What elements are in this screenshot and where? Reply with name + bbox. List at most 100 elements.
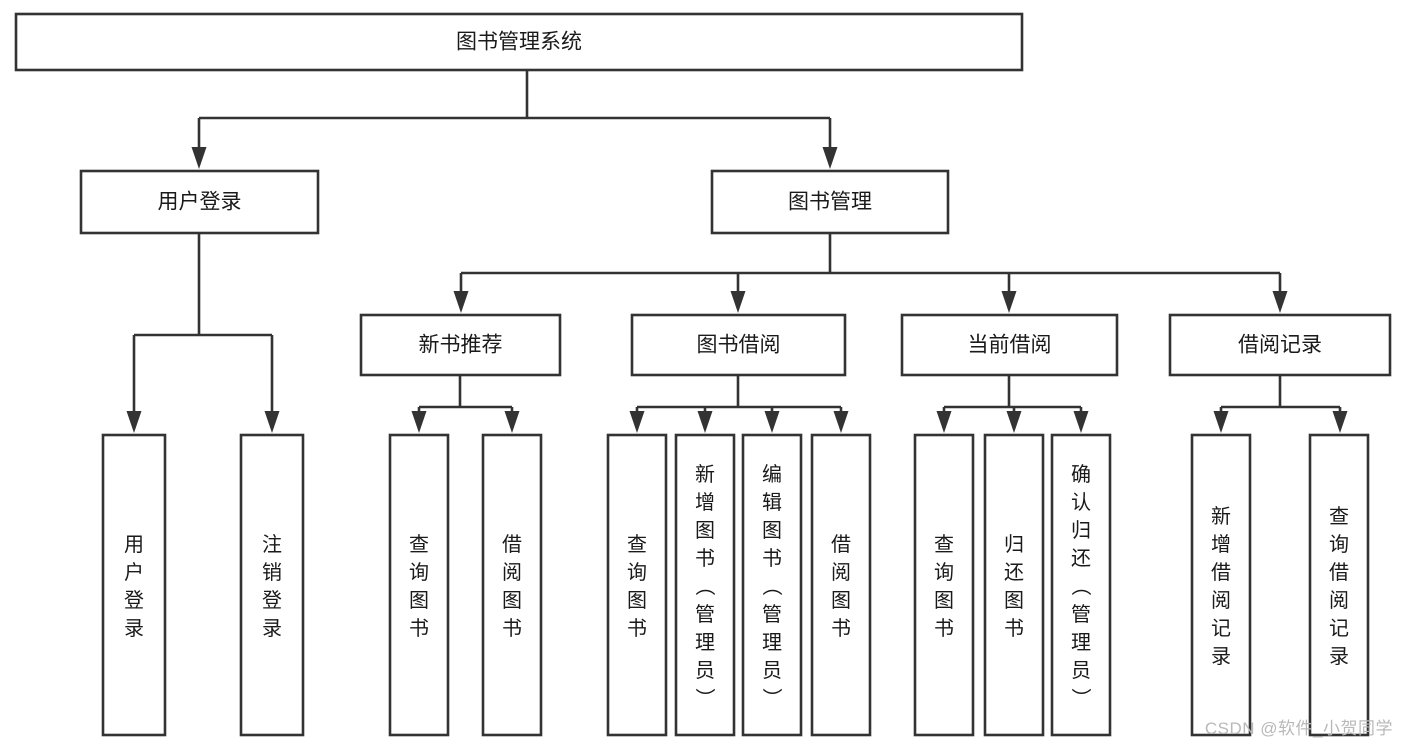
node-label: 借阅记录: [1238, 334, 1322, 357]
node-box[interactable]: [481, 433, 543, 737]
arrow-head-icon: [504, 411, 520, 433]
node-box[interactable]: [710, 169, 950, 235]
connector-group-3: [411, 375, 520, 433]
node-l2-3[interactable]: 借阅记录: [1168, 313, 1392, 377]
node-box[interactable]: [1050, 433, 1112, 737]
node-l1-1[interactable]: 图书管理: [710, 169, 950, 235]
node-label-char: 图: [934, 590, 954, 612]
arrow-head-icon: [126, 411, 142, 433]
node-label-char: 管: [762, 603, 782, 626]
arrow-head-icon: [1332, 411, 1348, 433]
node-label-char: 归: [1071, 519, 1091, 542]
node-box[interactable]: [741, 433, 803, 737]
node-box[interactable]: [1308, 433, 1370, 737]
connector-group-6: [1213, 375, 1348, 433]
node-label-char: 图: [409, 590, 429, 612]
node-box[interactable]: [101, 433, 167, 737]
node-label-char: 注: [262, 533, 282, 556]
node-label-char: 书: [762, 547, 782, 570]
node-label-char: （: [760, 576, 783, 596]
node-label: 用户登录: [158, 191, 242, 214]
node-box[interactable]: [388, 433, 450, 737]
node-box[interactable]: [239, 433, 305, 737]
connector-group-5: [936, 375, 1089, 433]
arrow-head-icon: [764, 411, 780, 433]
node-label-char: 阅: [502, 561, 522, 584]
node-label-char: 书: [1004, 617, 1024, 640]
node-box[interactable]: [913, 433, 975, 737]
node-label-char: 管: [695, 603, 715, 626]
node-label-char: 归: [1004, 533, 1024, 556]
node-label: 图书管理系统: [456, 31, 582, 54]
node-label-char: 书: [934, 617, 954, 640]
node-box[interactable]: [1190, 433, 1252, 737]
node-box[interactable]: [606, 433, 668, 737]
node-box[interactable]: [1168, 313, 1392, 377]
node-label-char: 图: [695, 520, 715, 542]
node-box[interactable]: [983, 433, 1045, 737]
node-label-char: 增: [1211, 533, 1231, 556]
node-box[interactable]: [810, 433, 872, 737]
node-label-char: 管: [1071, 603, 1091, 626]
connector-layer: [126, 70, 1348, 433]
arrow-head-icon: [822, 147, 838, 169]
node-label-char: （: [693, 576, 716, 596]
node-label-char: 录: [1211, 646, 1231, 668]
node-label-char: 员: [695, 660, 715, 682]
node-label-char: 登: [124, 589, 144, 612]
node-l2-0[interactable]: 新书推荐: [359, 313, 562, 377]
node-label-char: 增: [695, 491, 715, 514]
node-box[interactable]: [630, 313, 847, 377]
node-root-0[interactable]: 图书管理系统: [14, 12, 1024, 72]
arrow-head-icon: [1001, 291, 1017, 313]
node-label-char: 询: [934, 561, 954, 584]
node-label-char: ）: [1069, 688, 1092, 708]
node-label: 图书管理: [788, 191, 872, 214]
node-box[interactable]: [674, 433, 736, 737]
node-l2-1[interactable]: 图书借阅: [630, 313, 847, 377]
connector-group-2: [453, 233, 1288, 313]
node-label-char: 图: [502, 590, 522, 612]
node-l2-2[interactable]: 当前借阅: [900, 313, 1119, 377]
node-label-char: 书: [502, 617, 522, 640]
node-box[interactable]: [79, 169, 320, 235]
node-label-char: 阅: [1329, 589, 1349, 612]
node-box[interactable]: [14, 12, 1024, 72]
node-label-char: 查: [409, 533, 429, 556]
node-label-char: 借: [1329, 561, 1349, 584]
node-label-char: 编: [762, 463, 782, 486]
node-l1-0[interactable]: 用户登录: [79, 169, 320, 235]
connector-group-4: [629, 375, 849, 433]
node-label-char: 询: [1329, 533, 1349, 556]
node-box[interactable]: [359, 313, 562, 377]
arrow-head-icon: [936, 411, 952, 433]
node-label-char: 理: [695, 632, 715, 654]
node-box[interactable]: [900, 313, 1119, 377]
node-label-char: 查: [934, 533, 954, 556]
node-label-char: 登: [262, 589, 282, 612]
arrow-head-icon: [697, 411, 713, 433]
node-label-char: 记: [1329, 617, 1349, 640]
node-label-char: 图: [831, 590, 851, 612]
node-label-char: 新: [695, 463, 715, 486]
node-label-char: ）: [760, 688, 783, 708]
node-leaf-0[interactable]: 用户登录: [101, 433, 167, 737]
node-label-char: 新: [1211, 505, 1231, 528]
node-label-char: 录: [124, 618, 144, 640]
node-label-char: 辑: [762, 491, 782, 514]
node-label-char: 图: [627, 590, 647, 612]
